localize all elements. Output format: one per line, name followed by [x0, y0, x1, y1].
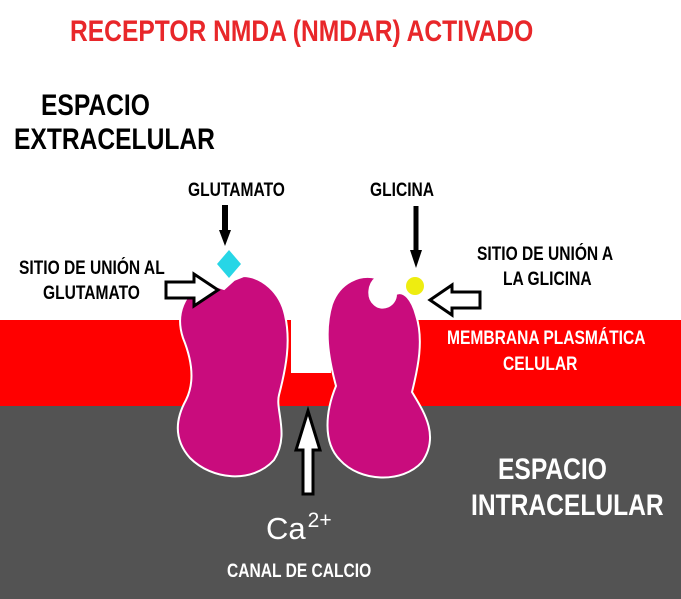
arrow-left-glycine-site-icon — [427, 282, 482, 318]
arrow-right-glutamate-site-icon — [164, 271, 221, 309]
glutamate-site-label-line2: GLUTAMATO — [43, 283, 140, 304]
page-title: RECEPTOR NMDA (NMDAR) ACTIVADO — [70, 15, 534, 48]
glycine-site-label-line1: SITIO DE UNIÓN A — [477, 244, 614, 265]
receptor-subunit-right — [326, 276, 432, 479]
intracellular-label-line2: INTRACELULAR — [471, 489, 664, 522]
receptor-subunit-left — [176, 274, 289, 478]
calcium-channel-label: CANAL DE CALCIO — [227, 561, 372, 582]
extracellular-label-line2: EXTRACELULAR — [14, 123, 215, 156]
glutamate-label: GLUTAMATO — [188, 180, 285, 201]
membrane-label-line1: MEMBRANA PLASMÁTICA — [447, 328, 646, 349]
glycine-label: GLICINA — [370, 180, 435, 201]
channel-pore — [291, 318, 331, 373]
glutamate-site-label-line1: SITIO DE UNIÓN AL — [19, 258, 165, 279]
arrow-up-calcium-icon — [293, 405, 323, 496]
glutamate-molecule — [217, 250, 241, 278]
glycine-molecule — [406, 277, 424, 295]
arrow-down-glutamate-icon — [219, 205, 231, 246]
extracellular-label-line1: ESPACIO — [41, 89, 150, 122]
membrane-label-line2: CELULAR — [503, 354, 578, 375]
calcium-ion-charge: 2+ — [307, 509, 332, 532]
intracellular-label-line1: ESPACIO — [498, 453, 607, 486]
glycine-site-label-line2: LA GLICINA — [503, 269, 592, 290]
calcium-ion-symbol: Ca — [266, 511, 306, 546]
arrow-down-glycine-icon — [410, 206, 422, 268]
calcium-ion-label: Ca2+ — [266, 510, 332, 544]
